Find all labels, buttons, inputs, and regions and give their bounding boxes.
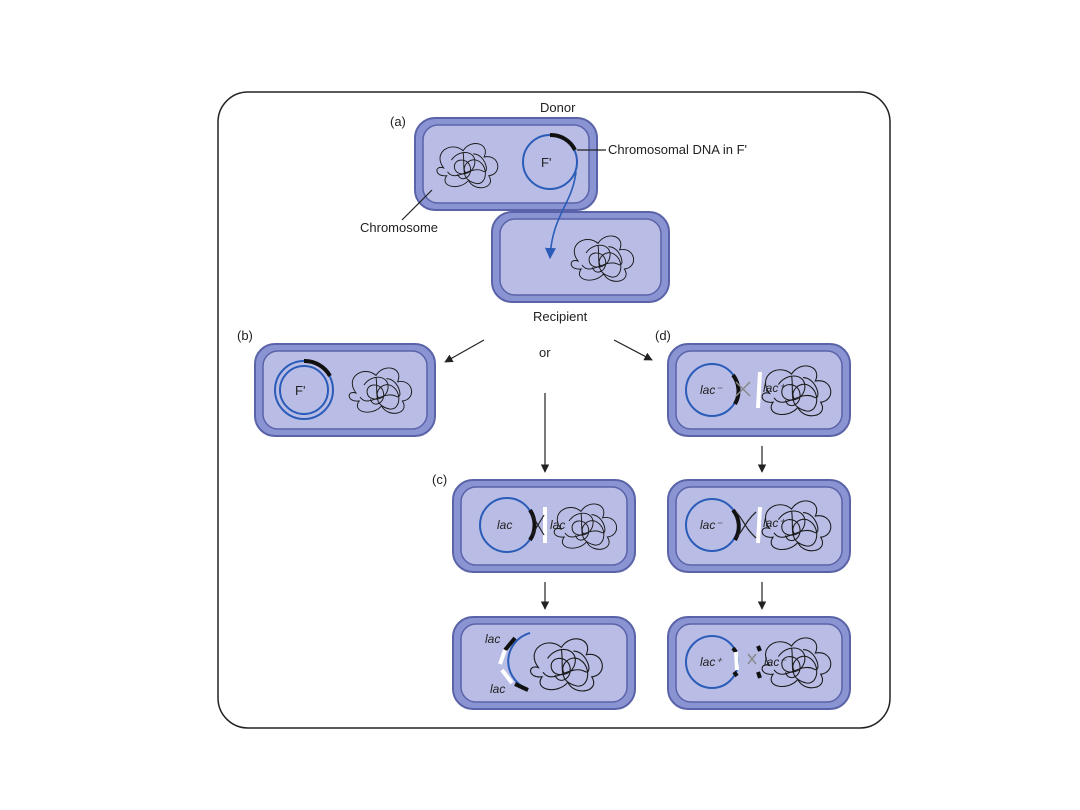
panel-c-label: (c) bbox=[432, 472, 447, 487]
gene-lac-minus-d1: lac⁻ bbox=[700, 383, 723, 397]
gene-lac-c1b: lac bbox=[550, 518, 565, 532]
arrow-to-b bbox=[444, 339, 485, 363]
panel-d-cell-1: lac⁻ lac⁺ bbox=[667, 343, 851, 437]
donor-label: Donor bbox=[540, 100, 576, 115]
panel-b-label: (b) bbox=[237, 328, 253, 343]
donor-cell: F' bbox=[414, 117, 598, 211]
panel-d-label: (d) bbox=[655, 328, 671, 343]
or-label: or bbox=[539, 345, 551, 360]
recipient-cell bbox=[491, 211, 670, 303]
panel-c-cell-2: lac lac bbox=[452, 616, 636, 710]
chromosomal-dna-label: Chromosomal DNA in F' bbox=[608, 142, 747, 157]
panel-b-cell: F' bbox=[254, 343, 436, 437]
panel-d-cell-2: lac⁻ lac⁺ bbox=[667, 479, 851, 573]
recipient-label: Recipient bbox=[533, 309, 588, 324]
gene-lac-c1a: lac bbox=[497, 518, 512, 532]
chromosome-label: Chromosome bbox=[360, 220, 438, 235]
arrow-to-d bbox=[613, 339, 653, 361]
gene-lac-c2b: lac bbox=[490, 682, 505, 696]
gene-lac-minus-d2: lac⁻ bbox=[700, 518, 723, 532]
f-prime-label-b: F' bbox=[295, 383, 305, 398]
f-prime-label: F' bbox=[541, 155, 551, 170]
gene-lac-plus-d3: lac⁺ bbox=[700, 655, 723, 669]
gene-lac-c2a: lac bbox=[485, 632, 500, 646]
panel-d-cell-3: lac⁺ lac⁻ bbox=[667, 616, 851, 710]
gene-lac-plus-d1: lac⁺ bbox=[763, 381, 786, 395]
panel-a-label: (a) bbox=[390, 114, 406, 129]
transfer-arrow bbox=[544, 171, 577, 260]
panel-c-cell-1: lac lac bbox=[452, 479, 636, 573]
gene-lac-minus-d3: lac⁻ bbox=[764, 655, 787, 669]
chromosome-leader bbox=[401, 189, 433, 221]
gene-lac-plus-d2: lac⁺ bbox=[763, 516, 786, 530]
